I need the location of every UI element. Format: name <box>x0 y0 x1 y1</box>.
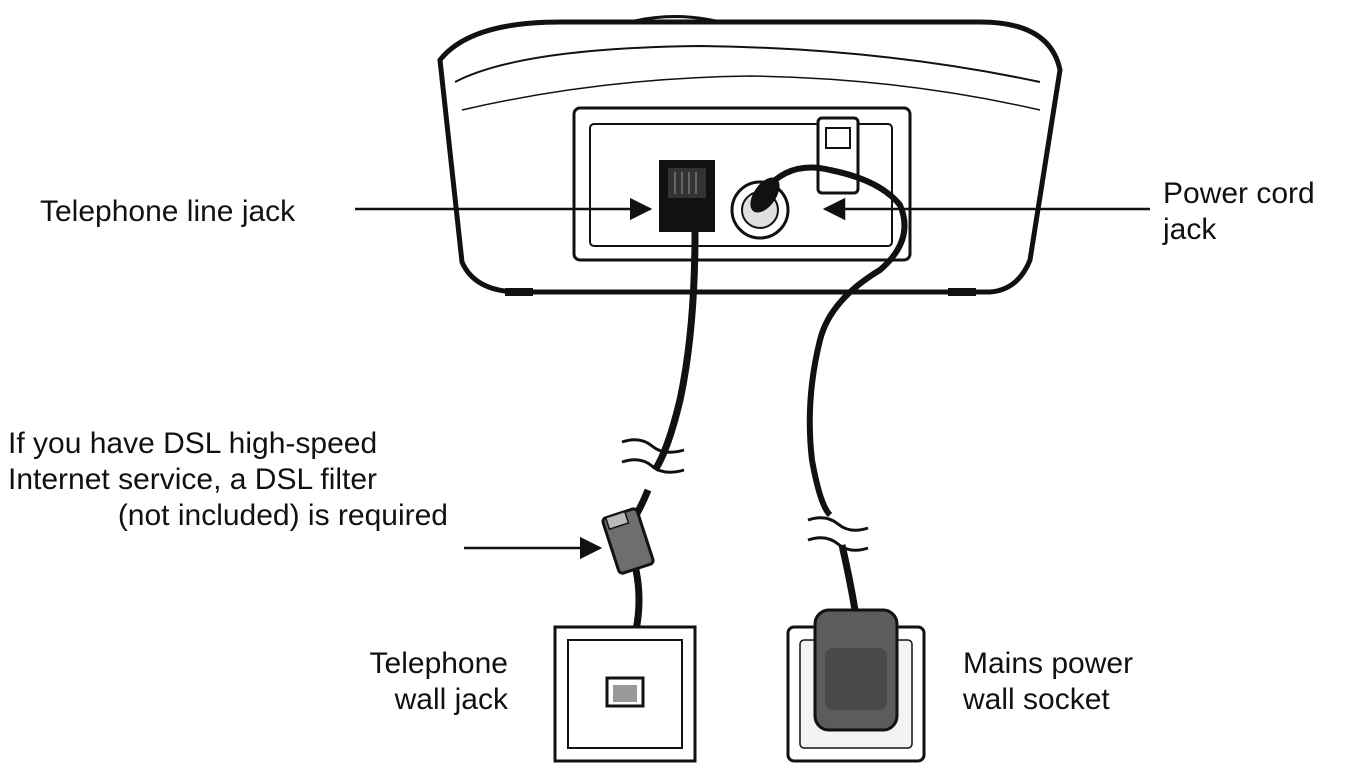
telephone-line-jack-port <box>659 160 715 232</box>
mains-power-wall-socket-line1: Mains power <box>963 647 1134 680</box>
mains-power-wall-socket-label: Mains power wall socket <box>963 646 1133 718</box>
power-cord-jack-line1: Power cord <box>1163 177 1315 210</box>
power-adapter <box>813 608 899 732</box>
jack-panel <box>572 106 912 262</box>
telephone-wall-jack-line2: wall jack <box>394 683 508 716</box>
power-cord-jack-line2: jack <box>1163 213 1217 246</box>
power-cord-jack-label: Power cord jack <box>1163 176 1315 248</box>
dsl-filter-note-line2: Internet service, a DSL filter <box>8 463 378 496</box>
dsl-filter-note-line3: (not included) is required <box>117 499 448 532</box>
dsl-filter-note-line1: If you have DSL high-speed <box>8 427 378 460</box>
telephone-line-jack-label: Telephone line jack <box>40 194 295 230</box>
cord-clip <box>816 116 860 195</box>
telephone-wall-jack-line1: Telephone <box>369 647 508 680</box>
mains-power-wall-socket-line2: wall socket <box>963 683 1110 716</box>
telephone-line-cord <box>621 231 699 691</box>
telephone-wall-jack-label: Telephone wall jack <box>300 646 508 718</box>
power-cord <box>762 164 908 611</box>
telephone-wall-jack <box>553 625 697 763</box>
dsl-filter-note-label: If you have DSL high-speed Internet serv… <box>8 426 448 534</box>
dsl-filter <box>601 507 655 575</box>
telephone-line-jack-text: Telephone line jack <box>40 195 296 228</box>
